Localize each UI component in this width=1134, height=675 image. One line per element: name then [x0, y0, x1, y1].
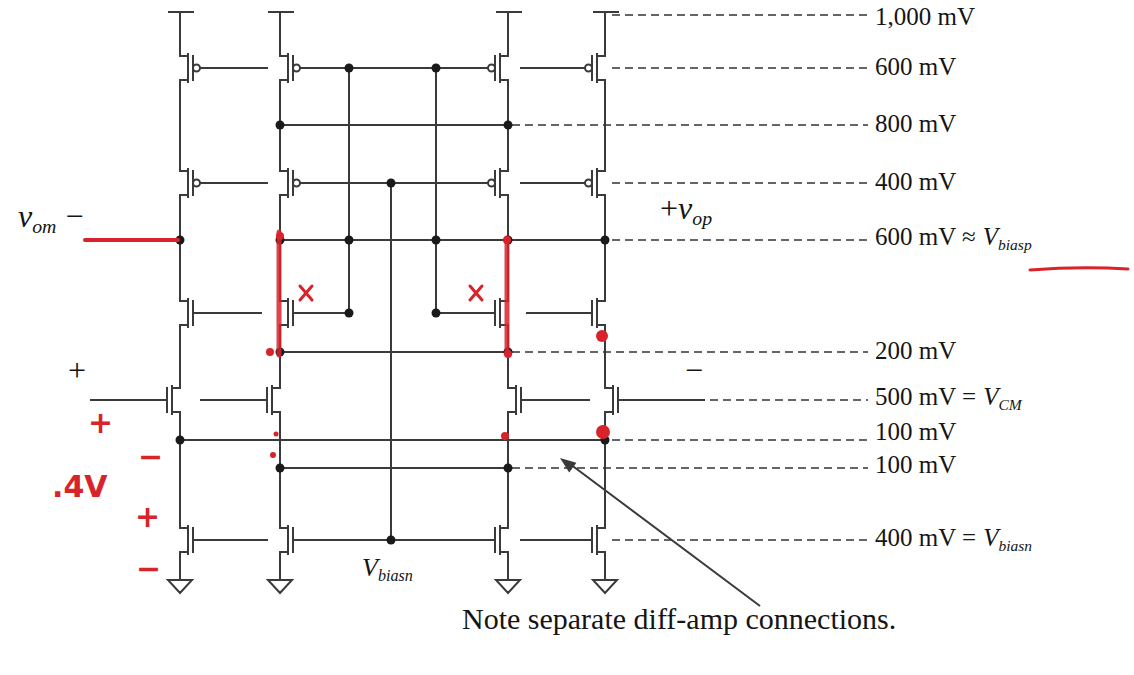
voltage-label: 1,000 mV [875, 3, 975, 32]
signal-label: 100 mV [875, 418, 956, 445]
voltage-label: +vop [660, 190, 712, 230]
arrow-head [560, 458, 576, 472]
signal-label: v [678, 190, 692, 226]
voltage-label: 100 mV [875, 451, 956, 480]
signal-label: + [88, 405, 113, 440]
subscript: op [692, 207, 712, 229]
voltage-label: 100 mV [875, 418, 956, 447]
signal-label: − [136, 551, 161, 586]
signal-label: − [685, 352, 703, 388]
subscript: CM [998, 396, 1021, 413]
signal-label: 1,000 mV [875, 3, 975, 30]
voltage-label: 400 mV = Vbiasn [875, 524, 1032, 555]
red-dots [266, 232, 610, 458]
voltage-label: 800 mV [875, 110, 956, 139]
signal-label: 400 mV = [875, 524, 976, 551]
signal-label: v [18, 198, 32, 234]
signal-label: 400 mV [875, 168, 956, 195]
voltage-label: 600 mV ≈ Vbiasp [875, 223, 1032, 254]
signal-label: 500 mV = [875, 383, 976, 410]
signal-label: V [983, 524, 998, 551]
signal-label: − [138, 439, 163, 474]
signal-label: + [660, 190, 678, 226]
signal-label: Note separate diff-amp connections. [462, 602, 896, 635]
signal-label: 600 mV [875, 53, 956, 80]
signal-label: 100 mV [875, 451, 956, 478]
subscript: biasn [378, 567, 413, 584]
subscript: om [32, 215, 56, 237]
voltage-label: + [68, 352, 86, 389]
red-annotations [85, 232, 1128, 355]
signal-label: V [983, 223, 998, 250]
signal-label: 600 mV ≈ [875, 223, 976, 250]
signal-label: .4V [52, 469, 108, 504]
signal-label: 200 mV [875, 337, 956, 364]
voltage-label: 400 mV [875, 168, 956, 197]
voltage-label: Note separate diff-amp connections. [462, 602, 896, 637]
handwritten-note: − [136, 552, 161, 587]
handwritten-note: .4V [52, 470, 108, 505]
voltage-label: Vbiasn [362, 553, 413, 586]
handwritten-note: + [135, 500, 160, 535]
handwritten-note: − [138, 440, 163, 475]
signal-label: + [68, 352, 86, 388]
voltage-label: vom− [18, 198, 83, 238]
signal-label: 800 mV [875, 110, 956, 137]
signal-label: − [65, 198, 83, 234]
subscript: biasp [998, 236, 1032, 253]
voltage-label: 500 mV = VCM [875, 383, 1022, 414]
signal-label: V [983, 383, 998, 410]
voltage-label: 200 mV [875, 337, 956, 366]
subscript: biasn [998, 537, 1032, 554]
signal-label: + [135, 499, 160, 534]
signal-label: V [362, 553, 378, 582]
wires [90, 12, 868, 606]
junction-dots [176, 64, 610, 545]
handwritten-note: + [88, 406, 113, 441]
voltage-label: 600 mV [875, 53, 956, 82]
voltage-label: − [685, 352, 703, 389]
